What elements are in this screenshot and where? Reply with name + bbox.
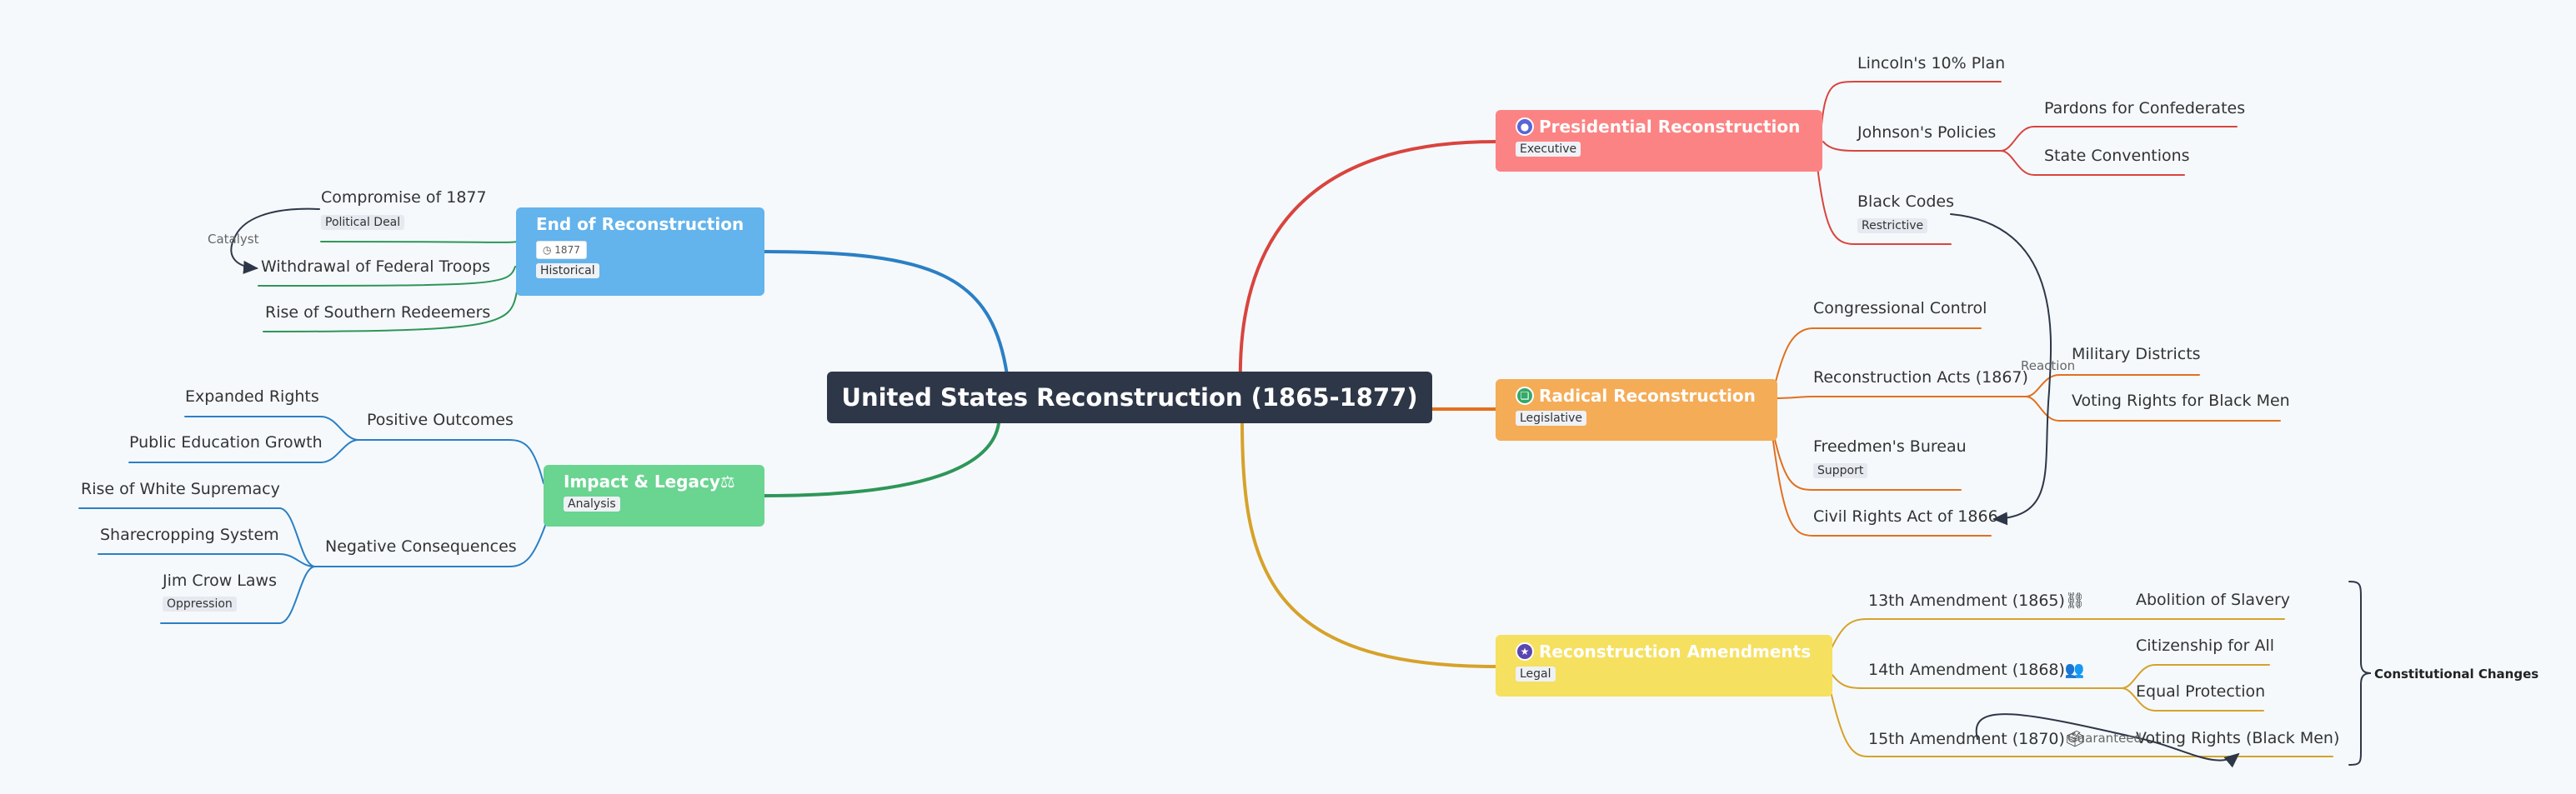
topic-end-of-reconstruction[interactable]: End of Reconstruction ◷ 1877 Historical [516, 207, 764, 296]
subtopic-expanded-rights[interactable]: Expanded Rights [185, 387, 319, 406]
topic-reconstruction-amendments[interactable]: ★ Reconstruction Amendments Legal [1496, 635, 1832, 697]
subtopic-tag: Political Deal [321, 215, 405, 230]
topic-title: Impact & Legacy⚖ [564, 472, 735, 492]
topic-title: Radical Reconstruction [1539, 386, 1756, 406]
subtopic-pardons[interactable]: Pardons for Confederates [2044, 99, 2246, 117]
date-chip: ◷ 1877 [536, 241, 587, 259]
topic-impact-and-legacy[interactable]: Impact & Legacy⚖ Analysis [544, 465, 764, 527]
speech-bubble-icon: ❏ [1516, 387, 1534, 405]
summary-label[interactable]: Constitutional Changes [2374, 667, 2539, 682]
subtopic-tag: Oppression [163, 597, 237, 612]
subtopic-johnson-policies[interactable]: Johnson's Policies [1857, 123, 1997, 142]
subtopic-white-supremacy[interactable]: Rise of White Supremacy [81, 480, 280, 498]
topic-tag: Legislative [1516, 411, 1586, 426]
subtopic-13th-amendment[interactable]: 13th Amendment (1865)⛓ [1868, 592, 2086, 610]
relationship-label-catalyst[interactable]: Catalyst [208, 232, 259, 247]
subtopic-tag: Support [1813, 463, 1868, 478]
topic-presidential-reconstruction[interactable]: ● Presidential Reconstruction Executive [1496, 110, 1822, 172]
subtopic-citizenship[interactable]: Citizenship for All [2136, 637, 2275, 655]
subtopic-public-education[interactable]: Public Education Growth [129, 433, 323, 452]
topic-title: Reconstruction Amendments [1539, 642, 1812, 662]
calendar-icon: ◷ [543, 244, 555, 256]
subtopic-freedmens-bureau[interactable]: Freedmen's Bureau [1813, 437, 1967, 456]
central-topic-label: United States Reconstruction (1865-1877) [841, 383, 1418, 412]
subtopic-lincoln-plan[interactable]: Lincoln's 10% Plan [1857, 54, 2006, 72]
person-icon: ● [1516, 117, 1534, 136]
topic-title: Presidential Reconstruction [1539, 117, 1801, 137]
subtopic-positive-outcomes[interactable]: Positive Outcomes [367, 411, 514, 429]
subtopic-equal-protection[interactable]: Equal Protection [2136, 682, 2266, 701]
subtopic-compromise-1877[interactable]: Compromise of 1877 [321, 188, 487, 207]
subtopic-civil-rights-act[interactable]: Civil Rights Act of 1866 [1813, 507, 1998, 526]
subtopic-voting-rights-black-men[interactable]: Voting Rights for Black Men [2072, 392, 2290, 410]
subtopic-military-districts[interactable]: Military Districts [2072, 345, 2201, 363]
subtopic-negative-consequences[interactable]: Negative Consequences [325, 537, 517, 556]
topic-tag: Executive [1516, 142, 1581, 157]
relationship-label-guaranteed[interactable]: Guaranteed [2067, 731, 2142, 746]
topic-tag: Analysis [564, 497, 620, 512]
topic-tag: Legal [1516, 667, 1556, 682]
subtopic-black-codes[interactable]: Black Codes [1857, 192, 1954, 211]
subtopic-reconstruction-acts[interactable]: Reconstruction Acts (1867) [1813, 368, 2028, 387]
subtopic-sharecropping[interactable]: Sharecropping System [100, 526, 279, 544]
relationship-label-reaction[interactable]: Reaction [2021, 358, 2076, 373]
subtopic-voting-rights[interactable]: Voting Rights (Black Men) [2136, 729, 2340, 747]
subtopic-15th-amendment[interactable]: 15th Amendment (1870)🗳 [1868, 730, 2086, 748]
subtopic-congressional-control[interactable]: Congressional Control [1813, 299, 1987, 317]
subtopic-southern-redeemers[interactable]: Rise of Southern Redeemers [265, 303, 491, 322]
subtopic-tag: Restrictive [1857, 218, 1928, 233]
topic-tag: Historical [536, 263, 599, 278]
topic-title: End of Reconstruction [536, 214, 744, 234]
subtopic-14th-amendment[interactable]: 14th Amendment (1868)👥 [1868, 661, 2085, 679]
subtopic-abolition-of-slavery[interactable]: Abolition of Slavery [2136, 591, 2290, 609]
star-icon: ★ [1516, 642, 1534, 661]
subtopic-withdrawal-federal-troops[interactable]: Withdrawal of Federal Troops [261, 257, 491, 276]
subtopic-state-conventions[interactable]: State Conventions [2044, 147, 2190, 165]
subtopic-jim-crow-laws[interactable]: Jim Crow Laws [163, 572, 277, 590]
topic-radical-reconstruction[interactable]: ❏ Radical Reconstruction Legislative [1496, 379, 1777, 441]
central-topic[interactable]: United States Reconstruction (1865-1877) [827, 372, 1432, 423]
